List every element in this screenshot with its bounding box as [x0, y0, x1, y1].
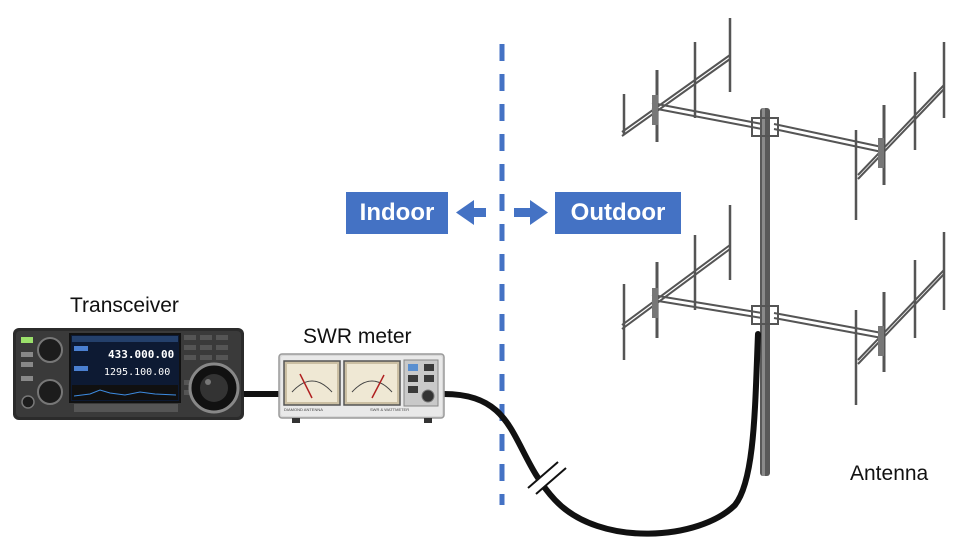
antenna-top-array	[621, 18, 946, 220]
antenna-bottom-array	[621, 205, 946, 405]
feed-cable	[441, 331, 761, 537]
swr-meter	[278, 353, 445, 423]
swr-meter-model: SWR & WATTMETER	[370, 407, 410, 412]
antenna-label: Antenna	[850, 462, 929, 485]
transceiver-sub-frequency: 1295.100.00	[104, 367, 171, 378]
transceiver-label: Transceiver	[70, 294, 179, 317]
transceiver	[13, 328, 244, 420]
cable-break-icon	[527, 461, 567, 495]
transceiver-main-frequency: 433.000.00	[108, 348, 175, 361]
swr-meter-label: SWR meter	[303, 325, 412, 348]
indoor-label-box: Indoor	[346, 192, 448, 234]
arrow-left-icon	[456, 200, 486, 225]
arrow-right-icon	[514, 200, 548, 225]
antenna	[621, 18, 946, 476]
outdoor-label-box: Outdoor	[555, 192, 681, 234]
transceiver-knob-small-top	[37, 337, 63, 363]
transceiver-knob-small-bottom	[37, 379, 63, 405]
swr-meter-brand: DIAMOND ANTENNA	[284, 407, 323, 412]
